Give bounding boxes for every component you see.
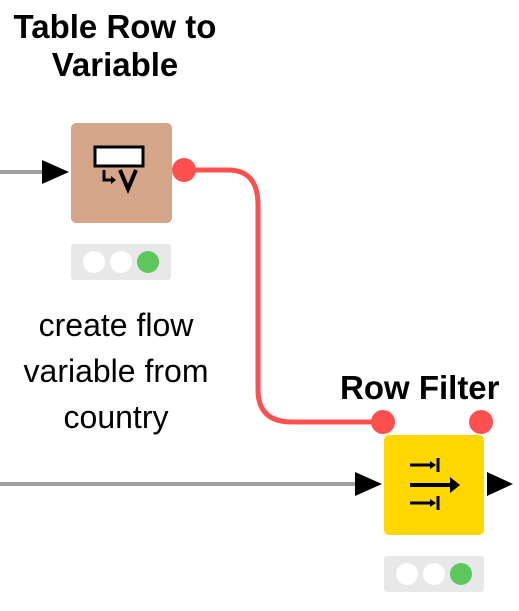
trv-input-port[interactable] (42, 160, 69, 184)
status-light-yellow (110, 251, 132, 273)
rf-input-port[interactable] (355, 472, 382, 496)
rf-variable-output-port[interactable] (469, 410, 493, 434)
node-table-row-to-variable[interactable] (71, 123, 172, 223)
table-row-to-variable-icon (93, 145, 145, 195)
status-indicator-trv (71, 244, 171, 280)
node-annotation-trv[interactable]: create flow variable from country (23, 307, 209, 435)
status-light-yellow (423, 563, 445, 585)
node-title-row-filter[interactable]: Row Filter (340, 369, 500, 406)
row-filter-icon (410, 458, 460, 510)
status-light-green (450, 563, 472, 585)
status-light-green (137, 251, 159, 273)
trv-variable-output-port[interactable] (172, 158, 196, 182)
status-light-red (396, 563, 418, 585)
rf-output-port[interactable] (487, 472, 513, 496)
status-light-red (83, 251, 105, 273)
node-title-table-row-to-variable[interactable]: Table Row to Variable (13, 8, 217, 83)
node-row-filter[interactable] (384, 435, 484, 535)
rf-variable-input-port[interactable] (371, 410, 395, 434)
flow-variable-connection[interactable] (190, 167, 380, 425)
status-indicator-rf (384, 556, 484, 592)
